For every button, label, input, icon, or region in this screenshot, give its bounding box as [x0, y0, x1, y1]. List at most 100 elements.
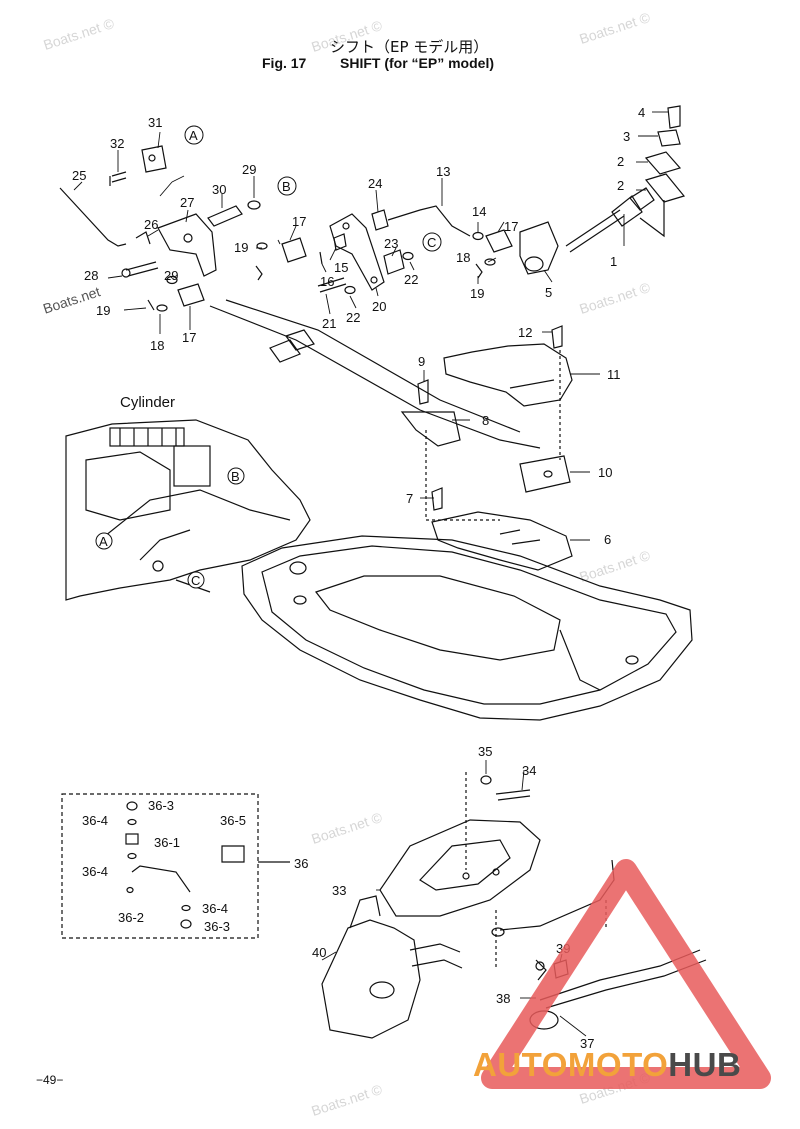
plate-33: [379, 819, 541, 917]
plate-33-hole: [462, 872, 470, 880]
bolt-28: [125, 261, 159, 277]
title-japanese: シフト（EP モデル用）: [330, 38, 489, 56]
remote-control-40: [321, 919, 421, 1039]
remote-knob-40: [369, 981, 395, 999]
callout-36-5: 36-5: [220, 813, 246, 828]
plate-2: [644, 151, 682, 175]
callout-17: 17: [292, 214, 306, 229]
callout-25: 25: [72, 168, 86, 183]
logo-triangle: [481, 859, 771, 1089]
callout-35: 35: [478, 744, 492, 759]
callout-4: 4: [638, 105, 645, 120]
clip-26: [135, 231, 151, 245]
bolt-28-head: [121, 268, 131, 278]
cover-11-detail: [509, 379, 555, 389]
cowling-boss: [293, 595, 307, 605]
rod-25: [59, 187, 127, 247]
bolt-7: [431, 487, 443, 511]
cylinder-linkage: [99, 489, 291, 541]
cowling-boss: [289, 561, 307, 575]
washer-29: [166, 275, 178, 285]
connector-a-label: A: [99, 534, 108, 549]
connector-a-marker: [95, 532, 113, 550]
callout-24: 24: [368, 176, 382, 191]
figure-number: Fig. 17: [262, 55, 307, 71]
bushing-36-1: [125, 833, 139, 845]
logo-part-moto: MOTO: [567, 1046, 669, 1083]
callout-36-3: 36-3: [148, 798, 174, 813]
callout-26: 26: [144, 217, 158, 232]
connector-c-label: C: [427, 235, 436, 250]
callout-38: 38: [496, 991, 510, 1006]
assembly-line: [425, 350, 561, 521]
bolt-21: [317, 277, 347, 293]
washer-29: [247, 200, 261, 210]
callout-7: 7: [406, 491, 413, 506]
nut-35: [480, 775, 492, 785]
clip-24: [371, 209, 389, 231]
pin-16: [319, 251, 323, 265]
pin-19: [475, 263, 483, 279]
bolt-4: [667, 105, 681, 129]
callout-36-4: 36-4: [82, 813, 108, 828]
connector-c-label: C: [191, 573, 200, 588]
cowling-boss: [625, 655, 639, 665]
washer-36-4: [127, 852, 137, 860]
callout-36-1: 36-1: [154, 835, 180, 850]
callout-17: 17: [504, 219, 518, 234]
callout-36-4: 36-4: [82, 864, 108, 879]
site-logo: AUTOMOTOHUB: [473, 1046, 741, 1084]
plate-3: [657, 129, 681, 147]
shaft-1-head: [611, 195, 643, 227]
callout-2: 2: [617, 154, 624, 169]
callout-18: 18: [456, 250, 470, 265]
washer-18: [256, 242, 268, 250]
callout-29: 29: [242, 162, 256, 177]
callout-28: 28: [84, 268, 98, 283]
bracket-31: [141, 145, 167, 173]
logo-part-auto: AUTO: [473, 1046, 568, 1083]
callout-33: 33: [332, 883, 346, 898]
callout-32: 32: [110, 136, 124, 151]
cover-11: [443, 343, 573, 407]
plate-8: [400, 411, 461, 447]
connector-a-marker: [184, 125, 204, 145]
connector-a-label: A: [189, 128, 198, 143]
block-10-hole: [543, 470, 553, 478]
washer-18: [156, 304, 168, 312]
connector-b-label: B: [282, 179, 291, 194]
callout-12: 12: [518, 325, 532, 340]
callout-16: 16: [320, 274, 334, 289]
cylinder-pivot: [152, 560, 164, 572]
lever-20-hole: [370, 276, 378, 284]
bolt-34: [495, 789, 531, 801]
washer-36-4: [181, 904, 191, 912]
callout-11: 11: [607, 367, 621, 382]
callout-29: 29: [164, 268, 178, 283]
logo-part-hub: HUB: [668, 1046, 742, 1083]
callout-27: 27: [180, 195, 194, 210]
callout-6: 6: [604, 532, 611, 547]
kit-36-box: [61, 793, 259, 939]
grommet-36-5: [221, 845, 245, 863]
holder-6: [431, 511, 573, 571]
callout-1: 1: [610, 254, 617, 269]
lower-cowling-opening: [315, 575, 561, 661]
callout-10: 10: [598, 465, 612, 480]
rod-end: [491, 927, 505, 937]
cylinder-coil-dividers: [119, 428, 177, 446]
holder-6-detail: [499, 529, 541, 545]
callout-19: 19: [234, 240, 248, 255]
callout-18: 18: [150, 338, 164, 353]
connector-c-marker: [422, 232, 442, 252]
remote-wires-40: [409, 943, 463, 969]
callout-40: 40: [312, 945, 326, 960]
cable-end: [269, 339, 301, 363]
link-5-boss: [524, 256, 544, 272]
plate-2: [644, 173, 686, 203]
pin-19: [255, 265, 263, 281]
pin-19: [147, 299, 155, 311]
washer-36-2: [126, 886, 134, 894]
